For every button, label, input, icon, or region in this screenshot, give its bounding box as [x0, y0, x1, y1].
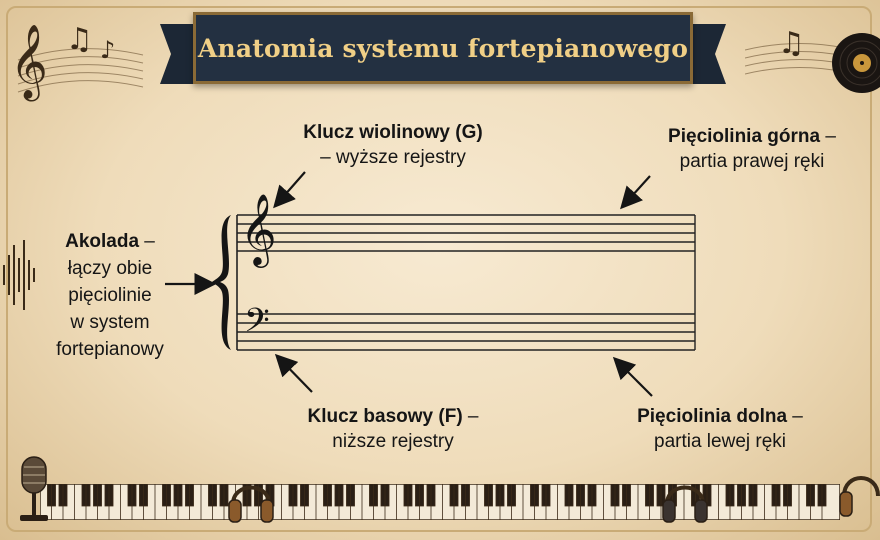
label-treble-clef-desc: – wyższe rejestry	[320, 147, 466, 168]
label-brace-line-4: fortepianowy	[56, 339, 164, 360]
treble-clef-glyph: 𝄞	[240, 192, 277, 265]
headphones-icon	[839, 476, 880, 517]
label-upper-staff: Pięciolinia górna – partia prawej ręki	[632, 124, 872, 174]
music-notes-icon: ♫	[778, 26, 805, 61]
headphones-icon	[228, 485, 274, 523]
treble-clef-icon: 𝄞	[10, 25, 48, 99]
vinyl-record-icon	[832, 33, 880, 93]
music-notes-icon: ♫	[66, 22, 93, 57]
sound-wave-icon	[3, 240, 35, 310]
brace	[212, 215, 231, 350]
music-notes-icon: ♪	[100, 36, 116, 64]
label-brace-dash: –	[139, 231, 155, 252]
label-lower-staff-dash: –	[787, 406, 803, 427]
arrow-lower-staff	[612, 356, 653, 397]
arrow-treble-clef	[273, 171, 306, 209]
label-bass-clef: Klucz basowy (F) – niższe rejestry	[268, 404, 518, 454]
arrow-bass-clef	[274, 353, 313, 393]
microphone-icon	[20, 456, 48, 521]
page-title: Anatomia systemu fortepianowego	[197, 33, 689, 63]
lower-staff	[237, 313, 695, 351]
label-upper-staff-desc: partia prawej ręki	[679, 151, 825, 172]
decorative-frame	[6, 6, 872, 532]
label-treble-clef: Klucz wiolinowy (G) – wyższe rejestry	[268, 120, 518, 170]
label-treble-clef-title: Klucz wiolinowy (G)	[303, 122, 483, 143]
label-brace: Akolada – łączy obie pięciolinie w syste…	[30, 228, 190, 363]
upper-staff	[237, 214, 695, 252]
label-bass-clef-desc: niższe rejestry	[332, 431, 454, 452]
headphones-icon	[662, 485, 708, 523]
treble-clef-icon	[17, 48, 144, 93]
label-brace-line-2: pięciolinie	[68, 285, 152, 306]
arrow-upper-staff	[620, 175, 651, 210]
bass-clef-glyph: 𝄢	[244, 302, 270, 348]
label-bass-clef-title: Klucz basowy (F)	[307, 406, 463, 427]
label-brace-line-1: łączy obie	[67, 258, 153, 279]
title-banner: Anatomia systemu fortepianowego	[193, 12, 693, 84]
label-bass-clef-dash: –	[462, 406, 479, 427]
label-lower-staff-desc: partia lewej ręki	[654, 431, 786, 452]
label-upper-staff-dash: –	[820, 126, 836, 147]
label-brace-line-3: w system	[70, 312, 150, 333]
label-lower-staff-title: Pięciolinia dolna	[637, 406, 788, 427]
label-upper-staff-title: Pięciolinia górna	[668, 126, 821, 147]
piano-keyboard-icon	[40, 484, 840, 520]
label-lower-staff: Pięciolinia dolna – partia lewej ręki	[590, 404, 850, 454]
label-brace-title: Akolada	[65, 231, 140, 252]
